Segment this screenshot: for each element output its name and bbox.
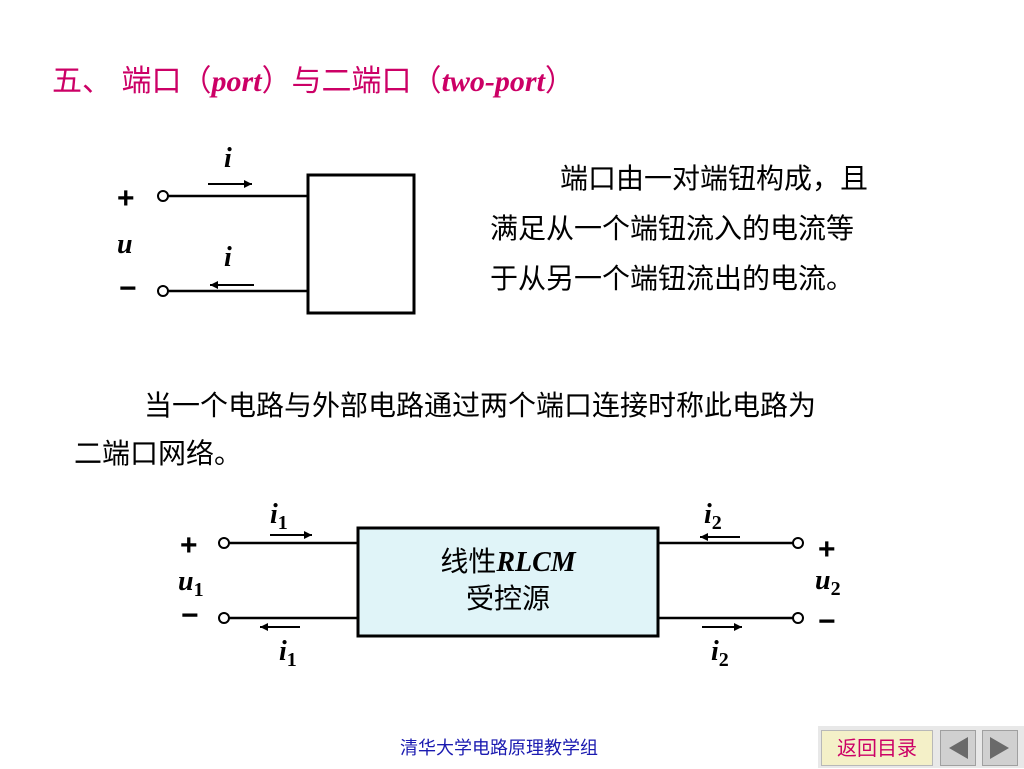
port-bottom-terminal [157, 285, 169, 297]
left-top-terminal [218, 537, 230, 549]
para1-line1: 端口由一对端钮构成，且 [560, 162, 869, 195]
box-text-line2: 受控源 [465, 582, 550, 615]
left-plus-label: + [180, 529, 198, 562]
port-top-terminal [157, 190, 169, 202]
para1-line3: 于从另一个端钮流出的电流。 [490, 262, 855, 295]
back-to-contents-button[interactable]: 返回目录 [821, 730, 933, 766]
port-voltage-label: u [117, 229, 133, 260]
footer-credit: 清华大学电路原理教学组 [400, 738, 598, 759]
title-two-port-word: two-port [441, 65, 545, 98]
box-text-line1: 线性RLCM [358, 544, 658, 581]
i2-top-label: i2 [704, 499, 722, 534]
box-text-rlcm: RLCM [496, 547, 576, 578]
triangle-right-icon [990, 737, 1009, 759]
prev-slide-button[interactable] [940, 730, 976, 766]
i1-out-arrow [260, 623, 300, 631]
title-mid: ）与二端口（ [261, 64, 442, 99]
u2-label: u2 [815, 565, 841, 600]
right-minus-label: − [818, 605, 836, 638]
triangle-left-icon [949, 737, 968, 759]
box-text-linear: 线性 [440, 545, 497, 578]
right-bottom-terminal [792, 612, 804, 624]
u1-label: u1 [178, 566, 204, 601]
port-current-bottom-label: i [224, 242, 232, 273]
i1-bottom-label: i1 [279, 636, 297, 671]
title-port-word: port [211, 65, 262, 98]
i1-top-label: i1 [270, 499, 288, 534]
two-port-definition-paragraph: 当一个电路与外部电路通过两个端口连接时称此电路为 二端口网络。 [74, 382, 974, 478]
next-slide-button[interactable] [982, 730, 1018, 766]
two-port-network-box [356, 526, 660, 638]
right-top-terminal [792, 537, 804, 549]
title-suffix: ） [544, 64, 575, 99]
two-port-box-text: 线性RLCM 受控源 [358, 544, 658, 617]
i1-in-arrow [270, 531, 312, 539]
left-bottom-terminal [218, 612, 230, 624]
para2-line1: 当一个电路与外部电路通过两个端口连接时称此电路为 [144, 389, 817, 422]
title-prefix: 五、 端口（ [52, 64, 212, 99]
para2-line2: 二端口网络。 [74, 437, 243, 470]
port-definition-paragraph: 端口由一对端钮构成，且 满足从一个端钮流入的电流等 于从另一个端钮流出的电流。 [490, 154, 960, 304]
para1-line2: 满足从一个端钮流入的电流等 [490, 212, 855, 245]
right-plus-label: + [818, 533, 836, 566]
port-network-box [306, 173, 416, 315]
current-out-arrow [210, 281, 254, 289]
i2-out-arrow [702, 623, 742, 631]
left-minus-label: − [181, 599, 199, 632]
i2-bottom-label: i2 [711, 636, 729, 671]
port-minus-label: − [119, 272, 137, 305]
slide-title: 五、 端口（port）与二端口（two-port） [52, 56, 575, 100]
current-in-arrow [208, 180, 252, 188]
i2-in-arrow [700, 533, 740, 541]
port-current-top-label: i [224, 143, 232, 174]
port-plus-label: + [117, 182, 135, 215]
